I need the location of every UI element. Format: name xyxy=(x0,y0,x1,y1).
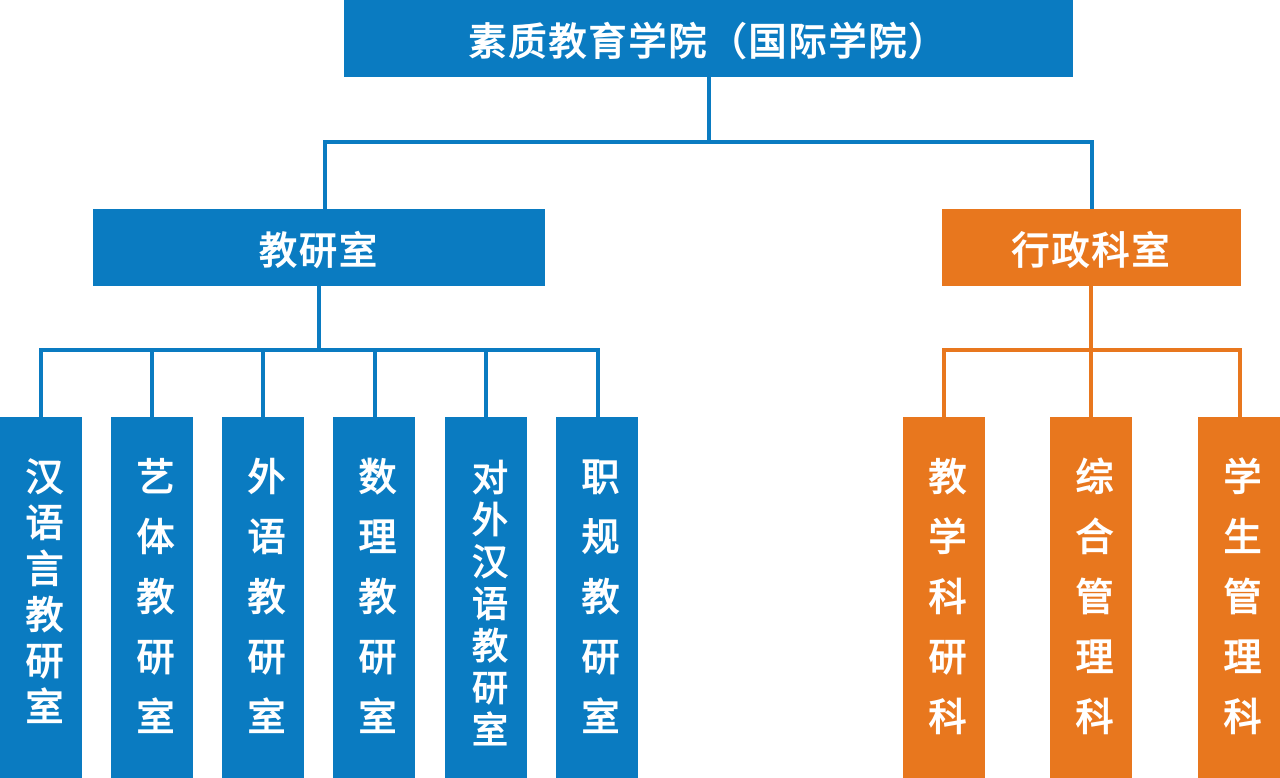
admin-leaf-student-mgmt-label: 学生管理科 xyxy=(1217,457,1261,757)
connector-to-teaching xyxy=(323,140,327,210)
connector-leaf-3 xyxy=(261,348,265,418)
connector-teaching-bar xyxy=(39,348,600,352)
teaching-leaf-arts-pe: 艺体教研室 xyxy=(111,417,193,778)
teaching-leaf-foreign-lang: 外语教研室 xyxy=(222,417,304,778)
teaching-leaf-tcsol-label: 对外汉语教研室 xyxy=(466,459,507,753)
root-node-label: 素质教育学院（国际学院） xyxy=(468,20,949,64)
teaching-leaf-career-label: 职规教研室 xyxy=(575,457,619,757)
admin-leaf-general-mgmt-label: 综合管理科 xyxy=(1069,457,1113,757)
teaching-leaf-chinese: 汉语言教研室 xyxy=(0,417,82,778)
connector-leaf-1 xyxy=(39,348,43,418)
admin-leaf-student-mgmt: 学生管理科 xyxy=(1198,417,1280,778)
admin-dept-label: 行政科室 xyxy=(1011,229,1172,273)
connector-to-admin xyxy=(1090,140,1094,210)
admin-leaf-teaching-research: 教学科研科 xyxy=(903,417,985,778)
teaching-leaf-arts-pe-label: 艺体教研室 xyxy=(130,457,174,757)
connector-leaf-4 xyxy=(373,348,377,418)
teaching-leaf-math-physics-label: 数理教研室 xyxy=(352,457,396,757)
admin-leaf-teaching-research-label: 教学科研科 xyxy=(922,457,966,757)
admin-dept-node: 行政科室 xyxy=(942,209,1241,286)
teaching-leaf-foreign-lang-label: 外语教研室 xyxy=(241,457,285,757)
teaching-leaf-math-physics: 数理教研室 xyxy=(333,417,415,778)
teaching-dept-node: 教研室 xyxy=(93,209,545,286)
connector-teaching-down xyxy=(317,285,321,352)
connector-admin-leaf-1 xyxy=(942,348,946,418)
connector-admin-leaf-3 xyxy=(1238,348,1242,418)
connector-admin-down xyxy=(1089,285,1093,352)
connector-leaf-5 xyxy=(484,348,488,418)
root-node: 素质教育学院（国际学院） xyxy=(344,0,1073,77)
connector-leaf-2 xyxy=(150,348,154,418)
connector-admin-leaf-2 xyxy=(1089,348,1093,418)
teaching-dept-label: 教研室 xyxy=(258,229,379,273)
teaching-leaf-chinese-label: 汉语言教研室 xyxy=(19,457,63,733)
teaching-leaf-tcsol: 对外汉语教研室 xyxy=(445,417,527,778)
teaching-leaf-career: 职规教研室 xyxy=(556,417,638,778)
connector-root-down xyxy=(707,77,711,143)
connector-level1-bar xyxy=(323,140,1094,144)
admin-leaf-general-mgmt: 综合管理科 xyxy=(1050,417,1132,778)
connector-leaf-6 xyxy=(596,348,600,418)
